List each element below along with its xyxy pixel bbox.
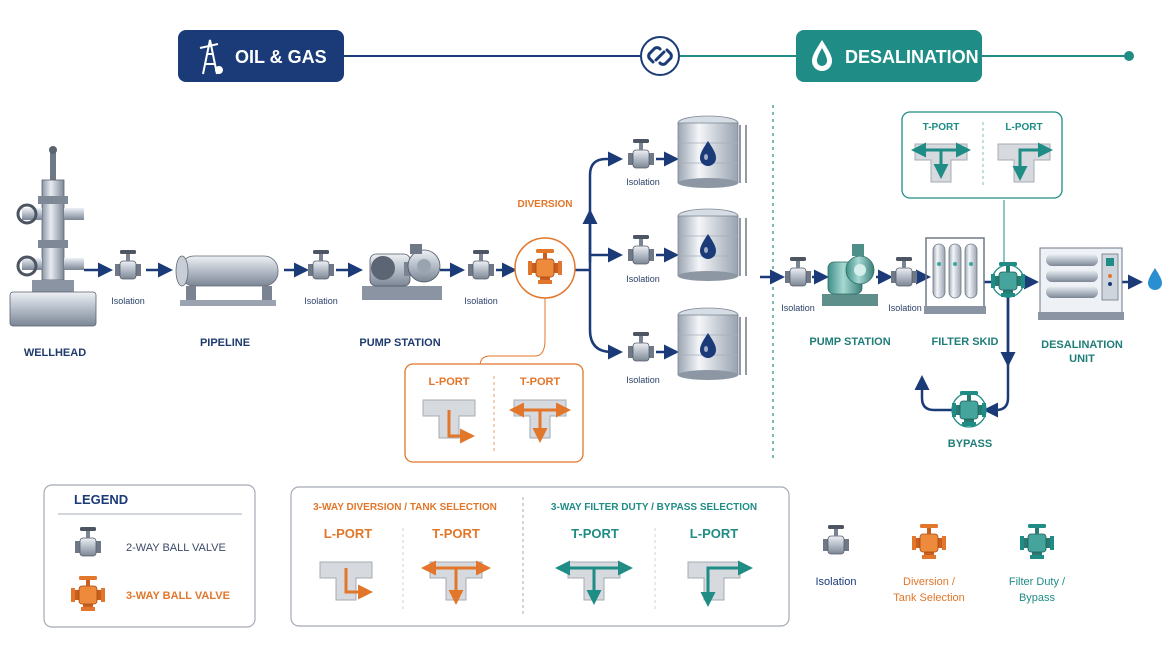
desal-isolation-label-2: Isolation [888,303,922,313]
legend-title: LEGEND [74,492,128,507]
key-filter-valve-icon [1019,523,1055,560]
filter-skid-label: FILTER SKID [931,336,998,348]
wellhead-label: WELLHEAD [24,347,86,359]
isolation-valve-1[interactable] [114,249,142,280]
isolation-label-1: Isolation [111,296,145,306]
diversion-port-callout: L-PORT T-PORT [404,363,584,463]
output-water-drop-icon [1148,268,1162,290]
tank-isolation-valve-1[interactable] [627,138,655,169]
panel-right-l-port-arrow [700,560,753,607]
desal-isolation-valve-2[interactable] [890,256,918,287]
oil-pump-station [362,244,442,300]
key-diversion-label-line1: Diversion / [903,576,956,588]
panel-left-l-port-label: L-PORT [324,526,372,541]
key-isolation-label: Isolation [816,576,857,588]
panel-left-l-port-arrow [344,568,373,600]
desalination-unit [1038,247,1124,320]
filter-skid [924,237,986,314]
desal-pump-station [822,244,878,306]
ports-panel-left-title: 3-WAY DIVERSION / TANK SELECTION [313,502,497,513]
ports-panel-right-title: 3-WAY FILTER DUTY / BYPASS SELECTION [551,502,757,513]
oil-gas-header: OIL & GAS [178,30,344,82]
desalination-header: DESALINATION [796,30,982,82]
pipeline-label: PIPELINE [200,337,250,349]
tank-isolation-valve-2[interactable] [627,234,655,265]
pipeline [175,255,279,306]
storage-tank-3 [677,307,747,381]
panel-right-t-port-label: T-PORT [571,526,619,541]
key-filter-label-line2: Bypass [1019,592,1056,604]
desal-flow-line [760,269,1143,418]
filter-port-callout: T-PORT L-PORT [901,111,1063,199]
link-icon [640,36,680,76]
callout-l-port-label: L-PORT [429,376,470,388]
isolation-valve-2[interactable] [307,249,335,280]
desal-isolation-valve-1[interactable] [784,256,812,287]
panel-left-t-port-label: T-PORT [432,526,480,541]
tank-isolation-label-3: Isolation [626,375,660,385]
oil-derrick-icon [199,39,223,75]
tank-isolation-label-1: Isolation [626,177,660,187]
isolation-label-3: Isolation [464,296,498,306]
legend-box: LEGEND 2-WAY BALL VALVE 3-WAY BALL VALVE [43,484,256,628]
callout-l-port-arrow [447,410,475,444]
tank-isolation-label-2: Isolation [626,274,660,284]
icon-key: Isolation Diversion / Tank Selection Fil… [816,523,1066,604]
isolation-valve-3[interactable] [467,249,495,280]
filter-callout-t-port-label: T-PORT [923,122,960,133]
key-isolation-valve-icon [822,524,850,555]
key-diversion-label-line2: Tank Selection [893,592,965,604]
oil-gas-title: OIL & GAS [235,47,327,67]
desal-unit-label-line2: UNIT [1069,353,1095,365]
storage-tank-1 [677,115,747,189]
desal-pump-station-label: PUMP STATION [809,336,890,348]
desalination-title: DESALINATION [845,47,979,67]
water-drop-icon [812,40,832,71]
legend-two-way-label: 2-WAY BALL VALVE [126,542,226,554]
panel-right-l-port-label: L-PORT [690,526,738,541]
legend-three-way-label: 3-WAY BALL VALVE [126,590,230,602]
diversion-label: DIVERSION [517,199,572,210]
desal-unit-label-line1: DESALINATION [1041,339,1123,351]
filter-callout-l-port-label: L-PORT [1005,122,1042,133]
tank-isolation-valve-3[interactable] [627,331,655,362]
ports-panel: 3-WAY DIVERSION / TANK SELECTION 3-WAY F… [290,486,790,627]
key-diversion-valve-icon [911,523,947,560]
callout-t-port-label: T-PORT [520,376,561,388]
bypass-label: BYPASS [948,438,992,450]
desal-isolation-label-1: Isolation [781,303,815,313]
oil-pump-station-label: PUMP STATION [359,337,440,349]
wellhead [9,146,97,327]
key-filter-label-line1: Filter Duty / [1009,576,1066,588]
isolation-label-2: Isolation [304,296,338,306]
storage-tank-2 [677,208,747,282]
